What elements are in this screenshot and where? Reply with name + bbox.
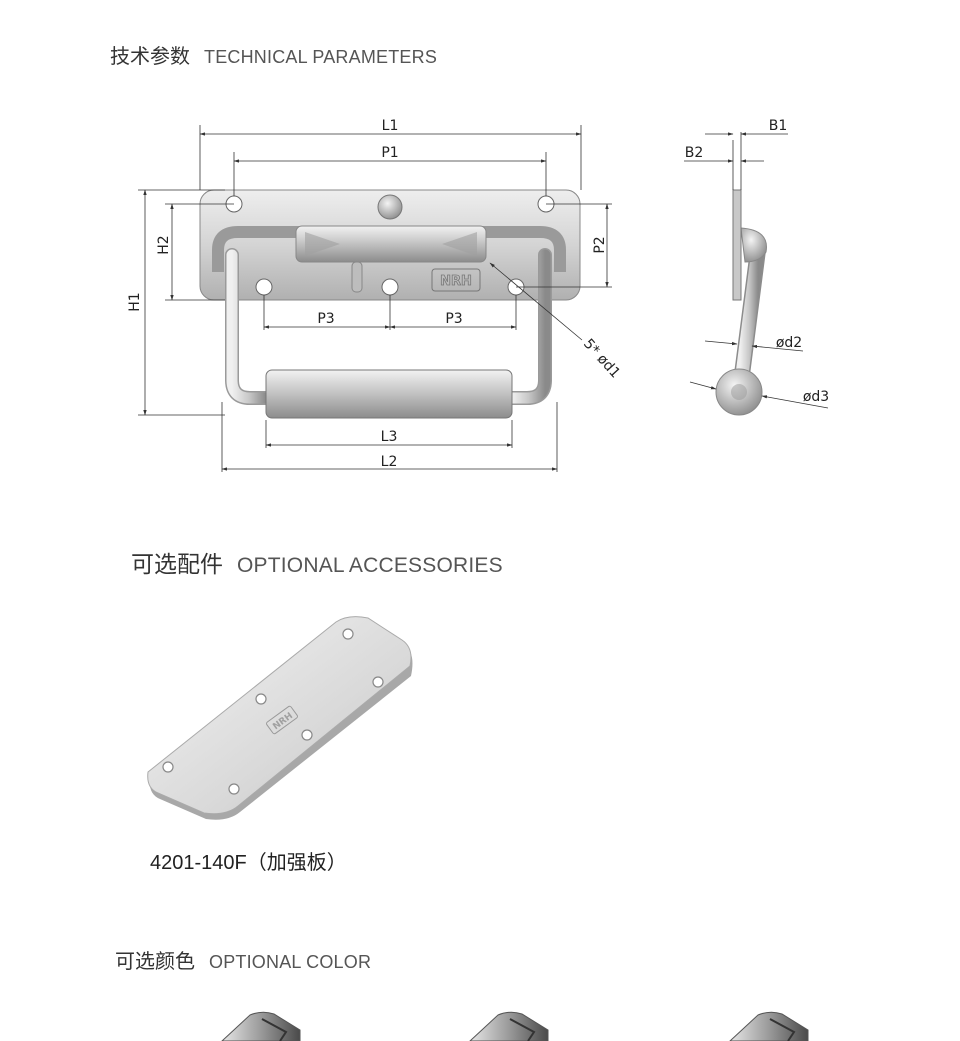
- dim-b2: B2: [685, 145, 704, 161]
- handle-front-view: NRH: [199, 189, 581, 419]
- handle-side-view: [715, 189, 767, 416]
- nrh-logo: NRH: [440, 274, 472, 289]
- dim-l3: L3: [381, 429, 398, 445]
- accessory-caption: 4201-140F（加强板）: [150, 852, 347, 874]
- heading-en: TECHNICAL PARAMETERS: [204, 47, 438, 67]
- dim-b1: B1: [769, 118, 788, 134]
- dim-hole: 5* ød1: [580, 336, 623, 381]
- optional-accessories-heading: 可选配件 OPTIONAL ACCESSORIES: [131, 545, 503, 579]
- heading-cn: 可选颜色: [115, 951, 195, 973]
- dim-p3-right: P3: [445, 311, 462, 327]
- technical-parameters-heading: 技术参数 TECHNICAL PARAMETERS: [110, 40, 437, 69]
- dim-l2: L2: [381, 454, 398, 470]
- dim-d2: ød2: [776, 335, 802, 351]
- dim-p1: P1: [381, 145, 398, 161]
- heading-en: OPTIONAL COLOR: [209, 952, 372, 972]
- color-swatch-1: [221, 1011, 301, 1041]
- side-dimension-lines: [684, 132, 829, 409]
- dim-h2: H2: [156, 235, 172, 254]
- dimension-lines: [138, 125, 612, 472]
- plate-logo: NRH: [271, 711, 295, 732]
- dim-l1: L1: [382, 118, 399, 134]
- dim-p2: P2: [592, 236, 608, 253]
- optional-color-heading: 可选颜色 OPTIONAL COLOR: [115, 945, 371, 974]
- heading-cn: 技术参数: [110, 46, 190, 68]
- heading-en: OPTIONAL ACCESSORIES: [237, 554, 503, 577]
- dim-p3-left: P3: [317, 311, 334, 327]
- color-swatch-3: [729, 1011, 809, 1041]
- technical-drawing: NRH L1 P1 H1 H2 P2 P3: [127, 118, 829, 472]
- color-swatch-2: [469, 1011, 549, 1041]
- heading-cn: 可选配件: [131, 551, 223, 577]
- dim-d3: ød3: [803, 389, 829, 405]
- dim-h1: H1: [127, 292, 143, 311]
